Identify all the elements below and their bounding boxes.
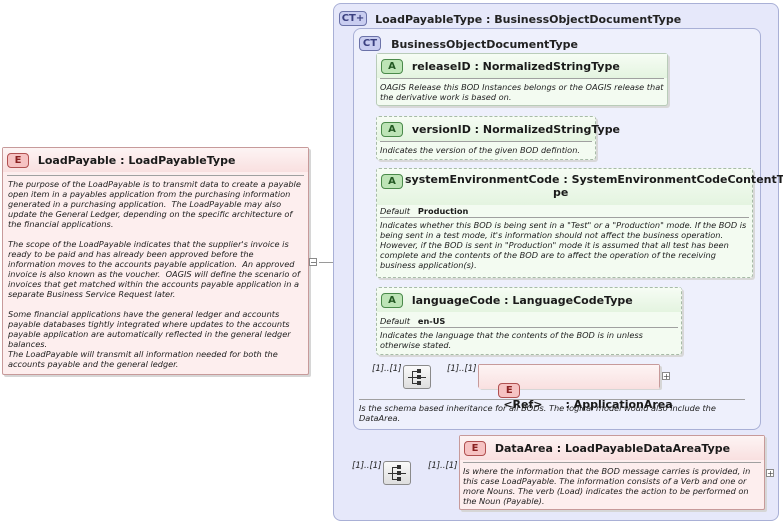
complex-type-extension-badge-icon: CT+ xyxy=(339,11,367,26)
attribute-releaseid-documentation: OAGIS Release this BOD Instances belongs… xyxy=(380,82,664,102)
root-element-title: LoadPayable : LoadPayableType xyxy=(37,153,236,167)
expand-applicationarea-icon[interactable]: + xyxy=(662,372,670,381)
outer-type-title: LoadPayableType : BusinessObjectDocument… xyxy=(375,13,682,26)
sequence-cardinality-dataarea: [1]..[1] xyxy=(352,461,382,471)
element-badge-icon: E xyxy=(498,383,521,398)
attribute-versionid-documentation: Indicates the version of the given BOD d… xyxy=(380,145,580,155)
complex-type-badge-icon: CT xyxy=(359,36,381,51)
sequence-cardinality: [1]..[1] xyxy=(372,364,402,374)
attribute-releaseid-header: A releaseID : NormalizedStringType xyxy=(377,54,667,78)
attribute-systemenvironmentcode-title: systemEnvironmentCode : SystemEnvironmen… xyxy=(405,173,783,186)
attribute-systemenvironmentcode-header: A systemEnvironmentCode : SystemEnvironm… xyxy=(377,169,783,205)
element-applicationarea-ref[interactable]: E <Ref> : ApplicationArea xyxy=(478,364,673,411)
attribute-languagecode[interactable]: A languageCode : LanguageCodeType Defaul… xyxy=(376,287,682,355)
element-dataarea[interactable]: E DataArea : LoadPayableDataAreaType Is … xyxy=(459,435,765,510)
attribute-releaseid-title: releaseID : NormalizedStringType xyxy=(411,59,620,73)
attribute-badge-icon: A xyxy=(381,122,403,137)
root-element-documentation: The purpose of the LoadPayable is to tra… xyxy=(8,179,301,369)
element-dataarea-title: DataArea : LoadPayableDataAreaType xyxy=(494,441,731,455)
default-label: Default xyxy=(380,206,410,216)
inner-type-header: CT BusinessObjectDocumentType xyxy=(359,33,578,52)
root-element-loadpayable[interactable]: E LoadPayable : LoadPayableType The purp… xyxy=(2,147,309,375)
attribute-versionid[interactable]: A versionID : NormalizedStringType Indic… xyxy=(376,116,620,160)
attribute-badge-icon: A xyxy=(381,59,403,74)
element-applicationarea-title: <Ref> : ApplicationArea xyxy=(503,398,673,411)
attribute-languagecode-title: languageCode : LanguageCodeType xyxy=(411,293,633,307)
collapse-toggle-icon[interactable]: − xyxy=(309,258,317,267)
attribute-badge-icon: A xyxy=(381,174,403,189)
attribute-systemenvironmentcode-documentation: Indicates whether this BOD is being sent… xyxy=(380,220,747,270)
attribute-systemenvironmentcode-title-wrap: pe xyxy=(553,186,569,199)
inner-type-documentation: Is the schema based inheritance for all … xyxy=(359,403,716,423)
attribute-badge-icon: A xyxy=(381,293,403,308)
inner-type-title: BusinessObjectDocumentType xyxy=(391,38,579,51)
ref-cardinality: [1]..[1] xyxy=(447,364,477,374)
root-element-header: E LoadPayable : LoadPayableType xyxy=(3,148,308,172)
default-value: Production xyxy=(417,206,469,216)
attribute-systemenvironmentcode[interactable]: A systemEnvironmentCode : SystemEnvironm… xyxy=(376,168,783,278)
sequence-compositor-icon[interactable] xyxy=(383,461,411,485)
outer-type-header: CT+ LoadPayableType : BusinessObjectDocu… xyxy=(339,8,681,27)
attribute-languagecode-header: A languageCode : LanguageCodeType xyxy=(377,288,681,312)
element-dataarea-header: E DataArea : LoadPayableDataAreaType xyxy=(460,436,764,460)
attribute-versionid-header: A versionID : NormalizedStringType xyxy=(377,117,620,141)
connector-root-to-type xyxy=(319,262,343,263)
element-dataarea-documentation: Is where the information that the BOD me… xyxy=(463,466,751,506)
element-applicationarea-header: E <Ref> : ApplicationArea xyxy=(479,365,673,411)
attribute-versionid-title: versionID : NormalizedStringType xyxy=(411,122,621,136)
default-label: Default xyxy=(380,316,410,326)
dataarea-cardinality: [1]..[1] xyxy=(428,461,458,471)
element-badge-icon: E xyxy=(464,441,486,456)
element-badge-icon: E xyxy=(7,153,29,168)
attribute-languagecode-documentation: Indicates the language that the contents… xyxy=(380,330,643,350)
expand-dataarea-icon[interactable]: + xyxy=(766,469,774,478)
default-value: en-US xyxy=(417,316,446,326)
attribute-releaseid[interactable]: A releaseID : NormalizedStringType OAGIS… xyxy=(376,53,668,106)
sequence-compositor-icon[interactable] xyxy=(403,365,431,389)
